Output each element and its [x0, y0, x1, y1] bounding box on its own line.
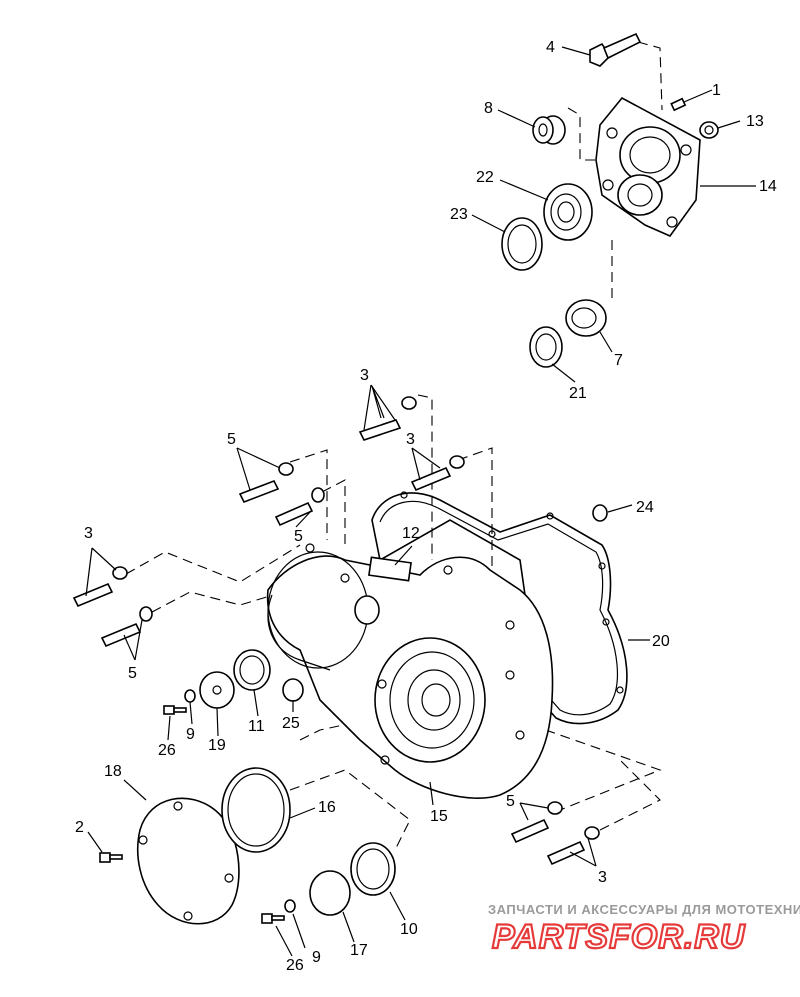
callout-12: 12 — [402, 525, 420, 542]
callout-23: 23 — [450, 206, 468, 223]
screw-26-upper — [163, 705, 187, 715]
washer-9-upper — [184, 689, 196, 703]
o-ring-10 — [350, 842, 396, 896]
bushing-25 — [282, 678, 304, 702]
screw-2 — [99, 852, 123, 863]
watermark-logo: PARTSFOR.RU — [492, 918, 746, 956]
callout-22: 22 — [476, 169, 494, 186]
screw-5-left — [100, 606, 153, 648]
primary-cover-15 — [266, 543, 554, 799]
callout-25: 25 — [282, 715, 300, 732]
callout-24: 24 — [636, 499, 654, 516]
callout-17: 17 — [350, 942, 368, 959]
callout-16: 16 — [318, 799, 336, 816]
screw-3-top — [358, 396, 417, 441]
screw-5-upper-b — [274, 487, 325, 527]
watermark: ЗАПЧАСТИ И АКСЕССУАРЫ ДЛЯ МОТОТЕХНИКИ PA… — [488, 902, 800, 957]
screw-5-upper — [238, 462, 294, 504]
callout-1: 1 — [712, 82, 721, 99]
callout-labels: 4 1 8 13 22 14 23 7 21 3 5 3 5 12 24 3 5… — [75, 39, 777, 974]
callout-26-upper: 26 — [158, 742, 176, 759]
callout-4: 4 — [546, 39, 555, 56]
callout-15: 15 — [430, 808, 448, 825]
callout-3-top: 3 — [360, 367, 369, 384]
plate-12 — [368, 556, 412, 582]
o-ring-16 — [221, 767, 291, 853]
screw-3-left — [72, 566, 128, 608]
callout-18: 18 — [104, 763, 122, 780]
callout-13: 13 — [746, 113, 764, 130]
gasket-20 — [371, 491, 628, 725]
screw-3-lower — [546, 826, 600, 866]
retaining-ring-23 — [501, 217, 543, 271]
callout-2: 2 — [75, 819, 84, 836]
bearing-housing-14 — [595, 96, 701, 237]
plug-19 — [199, 671, 235, 709]
callout-19: 19 — [208, 737, 226, 754]
callout-26-lower: 26 — [286, 957, 304, 974]
callout-9-upper: 9 — [186, 726, 195, 743]
callout-5-left: 5 — [128, 665, 137, 682]
spacer-8 — [532, 115, 566, 145]
ball-bearing-22 — [543, 183, 593, 241]
washer-9-lower — [284, 899, 296, 913]
callout-21: 21 — [569, 385, 587, 402]
callout-10: 10 — [400, 921, 418, 938]
callout-11: 11 — [248, 718, 265, 735]
dowel-pin-1 — [670, 97, 687, 112]
derby-cover-18 — [137, 797, 240, 925]
callout-5-upper: 5 — [227, 431, 236, 448]
screw-26-lower — [261, 913, 285, 924]
ball-bearing-7 — [565, 299, 607, 337]
callout-7: 7 — [614, 352, 623, 369]
watermark-caption: ЗАПЧАСТИ И АКСЕССУАРЫ ДЛЯ МОТОТЕХНИКИ — [488, 902, 800, 917]
screw-5-lower — [510, 801, 563, 844]
callout-14: 14 — [759, 178, 777, 195]
callout-3-left: 3 — [84, 525, 93, 542]
dowel-24 — [592, 504, 608, 522]
retaining-ring-21 — [529, 326, 563, 368]
bolt-4 — [589, 32, 642, 67]
plug-17 — [309, 870, 351, 916]
callout-leaders — [85, 46, 756, 957]
clutch-inspection-cover-outline — [267, 551, 380, 669]
callout-5-lower: 5 — [506, 793, 515, 810]
o-ring-11 — [233, 649, 271, 691]
callout-5-upper-b: 5 — [294, 528, 303, 545]
bushing-13 — [699, 121, 719, 139]
callout-3-mid: 3 — [406, 431, 415, 448]
callout-8: 8 — [484, 100, 493, 117]
callout-9-lower: 9 — [312, 949, 321, 966]
callout-20: 20 — [652, 633, 670, 650]
callout-3-lower: 3 — [598, 869, 607, 886]
screw-3-mid — [410, 455, 465, 492]
